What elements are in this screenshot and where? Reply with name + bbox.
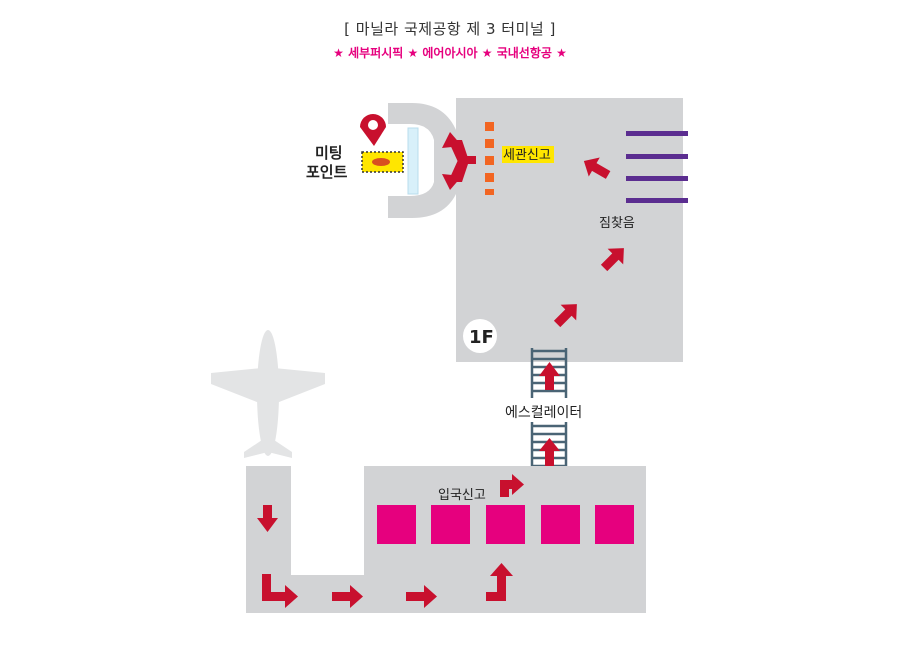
route-arrow-diagonal-icon — [600, 248, 624, 272]
route-arrow-upleft-icon — [583, 157, 611, 179]
customs-label-highlight — [502, 146, 554, 163]
location-pin-icon — [360, 114, 386, 146]
route-arrow-bend-up-icon — [500, 474, 524, 497]
route-arrow-right-icon — [332, 585, 363, 608]
floor-badge: 1F — [463, 319, 497, 353]
exit-arc-area — [388, 103, 456, 218]
route-arrows — [257, 157, 624, 608]
route-arrow-down-icon — [257, 505, 278, 532]
route-arrow-bend-icon — [262, 574, 298, 608]
airplane-icon — [211, 330, 325, 458]
route-arrow-diagonal-icon — [553, 304, 577, 328]
meeting-point-label-line1: 미팅 — [315, 144, 343, 162]
route-arrow-up-icon — [486, 563, 513, 601]
svg-text:1F: 1F — [469, 327, 494, 348]
immigration-counters — [377, 505, 634, 544]
escalator-arrow-up-icon — [539, 362, 560, 390]
baggage-claim-label: 짐찾음 — [599, 216, 635, 231]
escalator-arrow-up-icon — [539, 438, 560, 466]
airline-list: ★ 세부퍼시픽 ★ 에어아시아 ★ 국내선항공 ★ — [333, 46, 567, 60]
map-title: [ 마닐라 국제공항 제 3 터미널 ] — [344, 20, 556, 38]
customs-markers — [485, 122, 494, 195]
route-arrow-right-icon — [406, 585, 437, 608]
escalator-label: 에스컬레이터 — [505, 405, 582, 421]
meeting-point-marker — [372, 158, 390, 166]
customs-label: 세관신고 — [503, 148, 551, 163]
immigration-label: 입국신고 — [438, 488, 486, 503]
split-arrow-icon — [442, 132, 476, 190]
exit-glass-door — [407, 127, 419, 195]
meeting-point-label-line2: 포인트 — [306, 163, 348, 181]
baggage-carousels — [626, 131, 688, 203]
